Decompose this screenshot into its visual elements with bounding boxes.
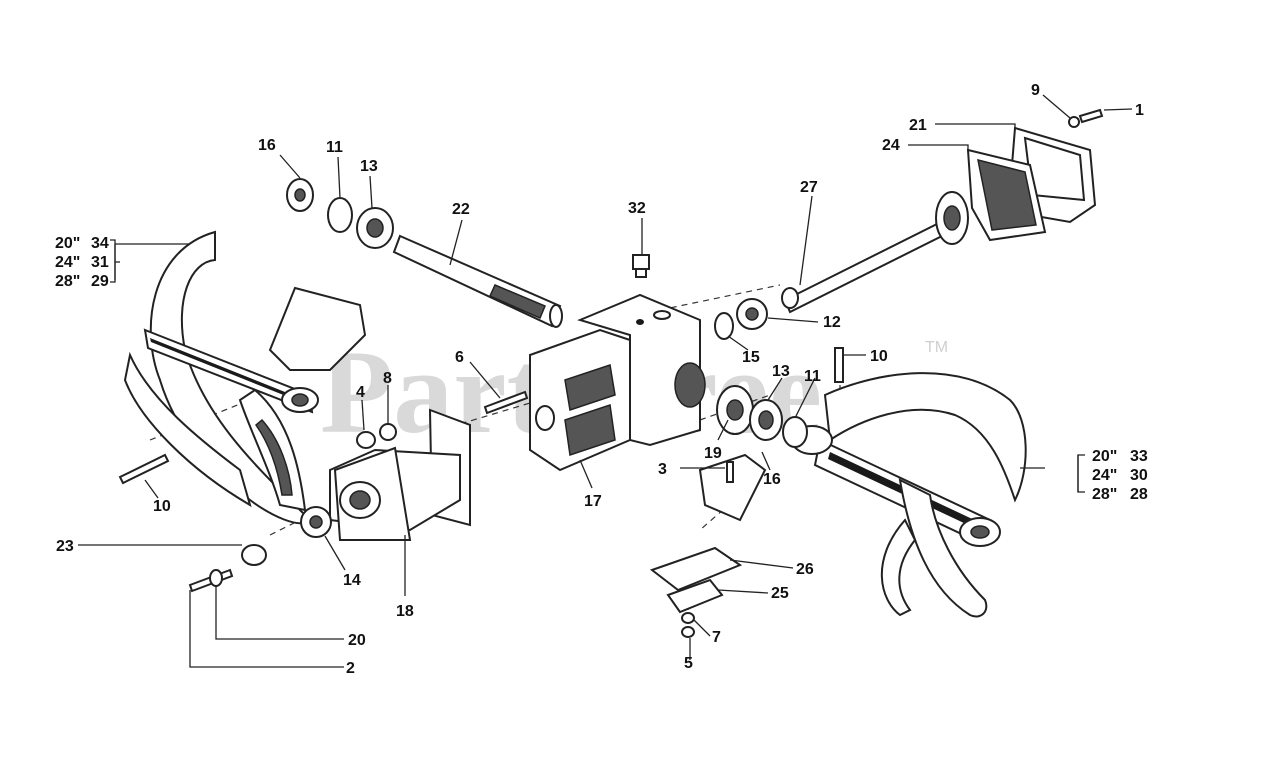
left-part-2: 31: [91, 254, 109, 271]
callout-labels: 9 1 21 24 27 32 22 16 11 13 12 15 10 11 …: [56, 82, 1144, 677]
right-part-2: 30: [1130, 467, 1148, 484]
callout-7: 7: [712, 629, 721, 646]
callout-11-right: 11: [804, 368, 821, 385]
gear-case-17: [529, 293, 706, 472]
callout-22: 22: [452, 201, 470, 218]
callout-8: 8: [383, 370, 392, 387]
bearing-12: [736, 298, 768, 330]
left-size-2: 24": [55, 254, 80, 271]
callout-10-left: 10: [153, 498, 171, 515]
callout-6: 6: [455, 349, 464, 366]
plate-26: [649, 546, 743, 592]
left-size-table: 20" 34 24" 31 28" 29: [55, 235, 120, 290]
screw-1: [1068, 108, 1104, 128]
callout-25: 25: [771, 585, 789, 602]
callout-18: 18: [396, 603, 414, 620]
axis-line-pin-left: [149, 399, 251, 441]
callout-24: 24: [882, 137, 900, 154]
plate-25: [666, 578, 724, 614]
pin-10-left: [118, 453, 170, 485]
left-size-1: 20": [55, 235, 80, 252]
callout-16-right: 16: [763, 471, 781, 488]
right-size-3: 28": [1092, 486, 1117, 503]
callout-4: 4: [356, 384, 365, 401]
callout-15: 15: [742, 349, 760, 366]
pin-6: [483, 390, 529, 415]
callout-20: 20: [348, 632, 366, 649]
right-bearing-group: [716, 385, 808, 448]
callout-11-upper: 11: [326, 139, 343, 156]
callout-5: 5: [684, 655, 693, 672]
callout-32: 32: [628, 200, 646, 217]
callout-3: 3: [658, 461, 667, 478]
callout-13-right: 13: [772, 363, 790, 380]
output-shaft-27: [781, 191, 969, 314]
watermark-trademark: TM: [925, 339, 948, 356]
washer-15: [714, 312, 734, 340]
right-size-table: 20" 33 24" 30 28" 28: [1077, 448, 1148, 503]
right-part-3: 28: [1130, 486, 1148, 503]
left-part-3: 29: [91, 273, 109, 290]
left-auger: [123, 230, 367, 525]
pin-10-right: [834, 347, 844, 383]
gasket-24: [966, 148, 1047, 242]
callout-19: 19: [704, 445, 722, 462]
right-part-1: 33: [1130, 448, 1148, 465]
right-size-2: 24": [1092, 467, 1117, 484]
callout-17: 17: [584, 493, 602, 510]
callout-26: 26: [796, 561, 814, 578]
right-size-1: 20": [1092, 448, 1117, 465]
right-auger: [791, 372, 1027, 618]
washer-7: [681, 612, 695, 624]
left-part-1: 34: [91, 235, 109, 252]
callout-14: 14: [343, 572, 361, 589]
bracket-16: [698, 453, 767, 522]
vent-plug-32: [632, 254, 650, 278]
callout-27: 27: [800, 179, 818, 196]
axis-line-upper-right: [659, 284, 781, 311]
callout-13-upper: 13: [360, 158, 378, 175]
callout-2: 2: [346, 660, 355, 677]
callout-9: 9: [1031, 82, 1040, 99]
bearing-housing-18: [329, 408, 471, 541]
callout-10-right: 10: [870, 348, 888, 365]
washer-8: [379, 423, 397, 441]
input-shaft-22: [392, 234, 563, 328]
callout-1: 1: [1135, 102, 1144, 119]
nut-5: [681, 626, 695, 638]
nut-4: [356, 431, 376, 449]
grommet-23: [241, 544, 267, 566]
bearing-14: [300, 506, 332, 538]
washer-20: [209, 569, 223, 587]
callout-16-upper: 16: [258, 137, 276, 154]
callout-21: 21: [909, 117, 927, 134]
left-size-3: 28": [55, 273, 80, 290]
callout-12: 12: [823, 314, 841, 331]
leader-lines: [78, 94, 1133, 668]
callout-23: 23: [56, 538, 74, 555]
